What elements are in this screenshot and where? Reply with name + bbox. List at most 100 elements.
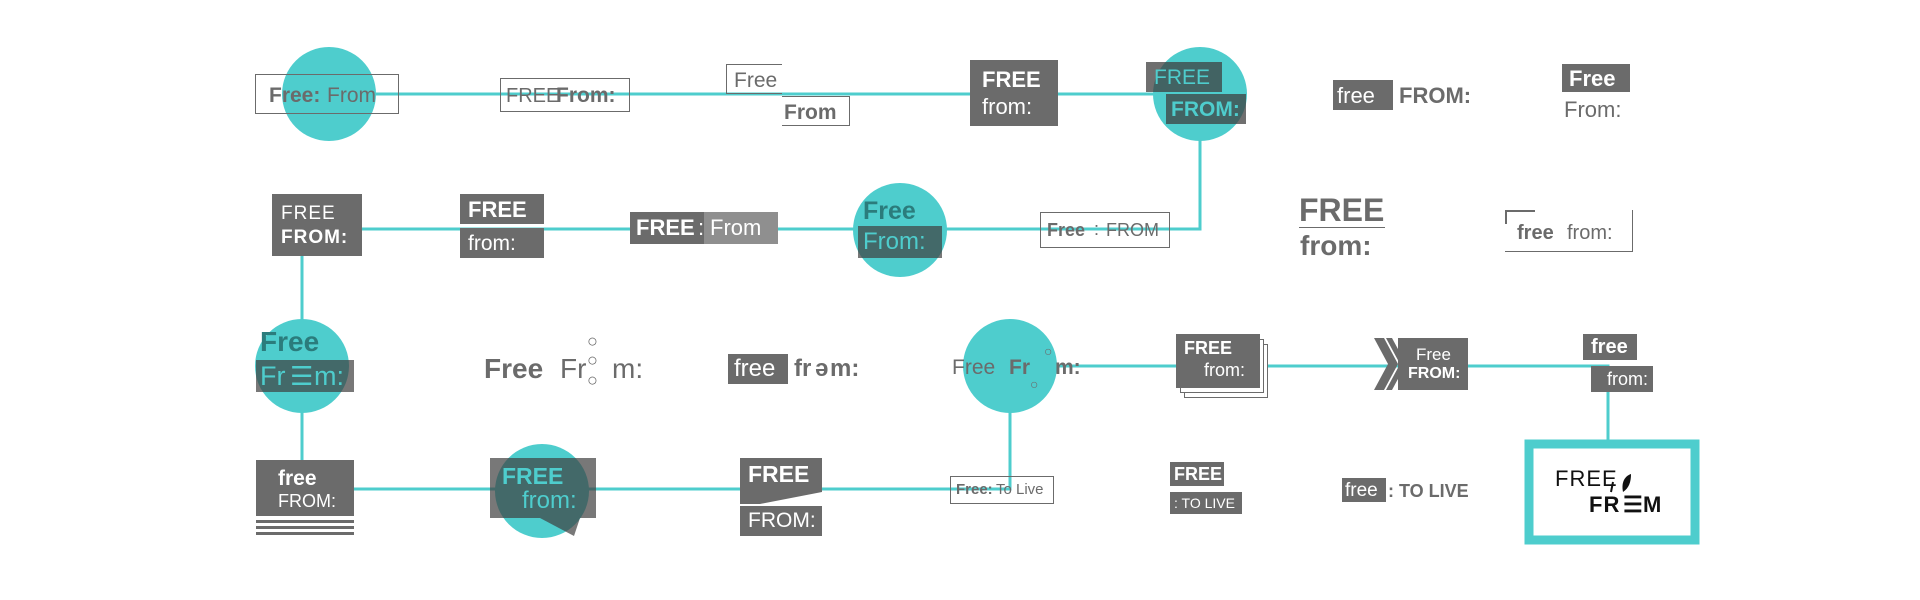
logo-frame	[255, 74, 399, 114]
logo-word: Free	[484, 353, 544, 384]
final-logo: FREE FR ☰ M	[1555, 468, 1675, 524]
logo-r1c6: free FROM:	[1333, 80, 1483, 110]
logo-word: from:	[982, 94, 1033, 119]
logo-r4c2: FREE from:	[490, 458, 596, 540]
logo-word: From	[784, 101, 837, 124]
leaf-icon	[1610, 474, 1631, 493]
logo-frame	[1505, 210, 1633, 252]
logo-word: m:	[612, 353, 644, 384]
logo-r1c5: FREE FROM:	[1146, 62, 1248, 126]
logo-word: from:	[1300, 230, 1372, 261]
logo-r4c3: FREE FROM:	[740, 458, 824, 536]
leaf-o-icon: ə	[815, 355, 829, 382]
logo-word: fr	[794, 355, 812, 382]
logo-divider	[1505, 210, 1535, 212]
logo-block	[1166, 94, 1246, 124]
logo-r4c4: Free: To Live	[950, 476, 1054, 504]
logo-r1c3: Free From	[726, 64, 856, 128]
logo-word: FREE	[1154, 66, 1211, 89]
logo-word: FREE	[982, 67, 1041, 92]
logo-r1c7: Free From:	[1562, 64, 1632, 128]
logo-block	[1342, 478, 1386, 502]
logo-word: Free	[952, 356, 996, 379]
selection-path	[300, 92, 1610, 491]
logo-r1c2: FREE From:	[500, 78, 630, 112]
logo-divider	[1505, 210, 1507, 224]
logo-block	[256, 460, 354, 516]
logo-word: Fr	[260, 361, 286, 391]
logo-r2c7: free from:	[1505, 210, 1633, 254]
logo-r1c1: Free: From	[255, 74, 399, 114]
logo-word: FROM:	[748, 509, 816, 532]
logo-frame	[782, 96, 850, 126]
logo-block	[1176, 334, 1260, 388]
logo-word: Free	[863, 197, 916, 225]
logo-divider	[256, 532, 354, 535]
logo-block	[460, 194, 544, 224]
logo-block	[272, 194, 362, 256]
logo-r2c6: FREE from:	[1296, 194, 1392, 260]
logo-block	[970, 60, 1058, 126]
logo-r1c4: FREE from:	[970, 60, 1058, 126]
logo-word: free	[1345, 480, 1378, 501]
logo-word: From	[710, 215, 762, 240]
logo-r2c1: FREE FROM:	[272, 194, 362, 256]
logo-word: FREE	[1174, 464, 1223, 484]
logo-r3c7: free from:	[1583, 334, 1653, 396]
logo-divider	[1299, 227, 1385, 228]
logo-word: from:	[468, 232, 516, 255]
logo-frame	[950, 476, 1054, 504]
logo-word: FROM:	[281, 227, 349, 248]
logo-word: from:	[1204, 360, 1246, 380]
logo-r2c2: FREE from:	[460, 194, 544, 260]
logo-word: FR	[1589, 492, 1621, 517]
stacked-circles-icon: ○	[1030, 376, 1039, 392]
logo-word: FREE	[502, 463, 564, 489]
logo-word: FREE	[506, 85, 560, 107]
logo-r2c5: Free : FROM	[1040, 212, 1170, 248]
logo-block	[1170, 492, 1242, 514]
logo-block	[1170, 462, 1224, 486]
logo-word: Free	[734, 69, 778, 92]
logo-word: free	[1337, 83, 1375, 108]
logo-block	[630, 212, 704, 244]
logo-word: : TO LIVE	[1388, 481, 1469, 501]
logo-word: FREE	[1555, 466, 1618, 491]
logo-separator: :	[698, 215, 705, 240]
logo-separator: :	[1094, 219, 1100, 239]
logo-r3c2: Free Fr m: ○ ○ ○	[482, 331, 652, 401]
logo-word: From	[327, 84, 376, 107]
logo-r3c3: free fr ə m:	[728, 354, 868, 384]
logo-r2c4: Free From:	[858, 196, 944, 262]
logo-word: Free	[1047, 220, 1086, 240]
logo-word: m:	[314, 361, 344, 391]
logo-word: FREE	[1299, 192, 1385, 228]
logo-r3c4: Free Fr m: ○ ○	[950, 340, 1090, 396]
logo-frame	[500, 78, 630, 112]
logo-word: FREE	[636, 215, 695, 240]
logo-word: Free	[260, 326, 320, 357]
logo-block	[460, 228, 544, 258]
logo-block	[704, 212, 778, 244]
logo-r4c1: free FROM:	[256, 460, 354, 536]
logo-r3c6: Free FROM:	[1374, 338, 1468, 394]
logo-word: FROM:	[1408, 365, 1461, 382]
logo-divider	[256, 520, 354, 523]
logo-word: free	[1591, 336, 1628, 358]
logo-block	[490, 458, 596, 518]
stacked-circles-icon: ○ ○ ○	[587, 331, 598, 390]
logo-word: M	[1643, 492, 1662, 517]
logo-word: From:	[556, 84, 616, 107]
logo-frame	[726, 64, 782, 94]
logo-word: FREE	[748, 461, 810, 487]
logo-block	[1333, 80, 1393, 110]
logo-block	[1398, 338, 1468, 390]
logo-word: FROM:	[1399, 83, 1472, 108]
logo-word: m:	[830, 355, 860, 382]
logo-frame	[1040, 212, 1170, 248]
diagonal-band-icon	[740, 488, 822, 504]
logo-block	[1591, 366, 1653, 392]
logo-r4c5: FREE : TO LIVE	[1170, 462, 1242, 516]
logo-word: From:	[863, 228, 926, 255]
